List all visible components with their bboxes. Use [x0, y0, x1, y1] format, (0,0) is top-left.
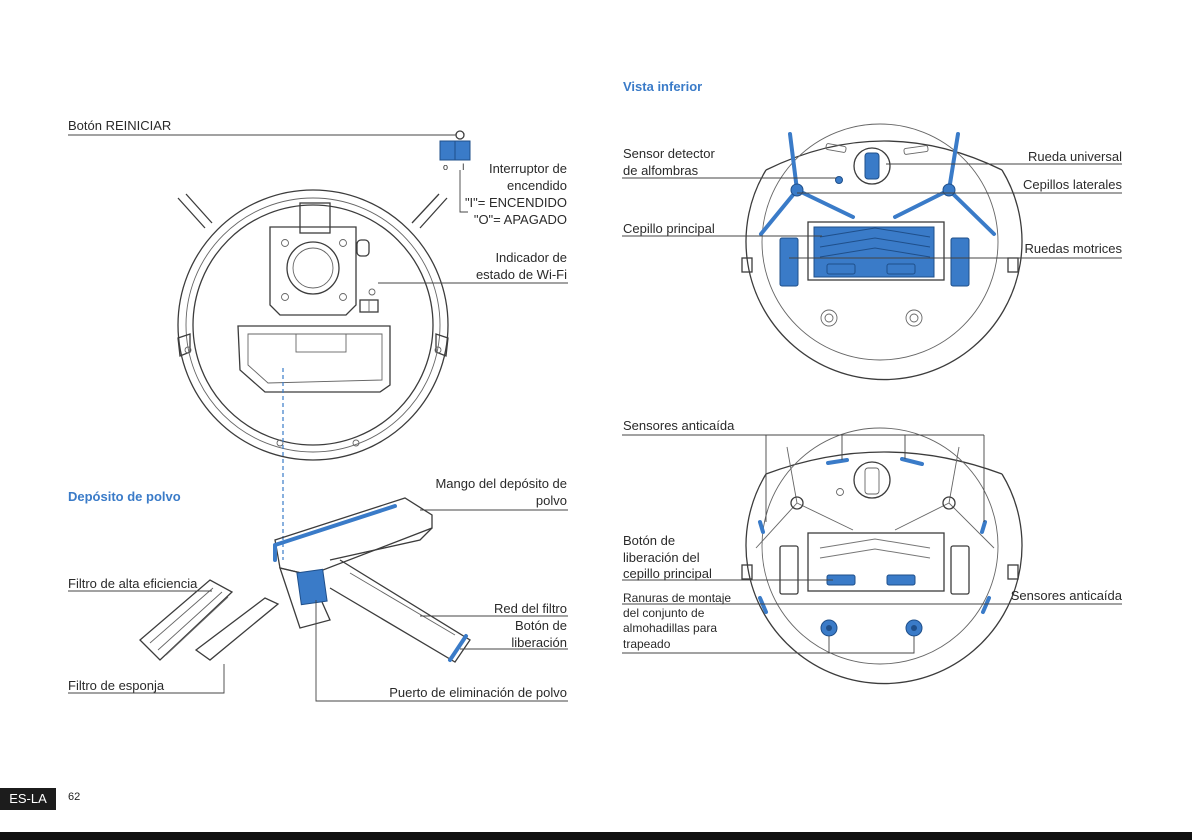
label-handle-1: Mango del depósito de: [435, 476, 567, 491]
label-mop-slots-1: Ranuras de montaje: [623, 591, 732, 605]
label-release-button-2: liberación: [511, 635, 567, 650]
label-brush-release-1: Botón de: [623, 533, 676, 548]
view1-leaders: [622, 163, 1122, 259]
label-mop-slots-2: del conjunto de: [623, 606, 705, 620]
language-badge: ES-LA: [0, 788, 56, 810]
label-cliff-sensors-right: Sensores anticaída: [1010, 588, 1122, 603]
left-leaders: [68, 134, 568, 560]
label-reset-button: Botón REINICIAR: [68, 118, 172, 133]
robot-bottom-view-2: [741, 427, 1023, 685]
section-title-bottom-view: Vista inferior: [623, 79, 703, 94]
section-title-dust-bin: Depósito de polvo: [68, 489, 181, 504]
label-filter-net: Red del filtro: [494, 601, 567, 616]
view2-leaders: [622, 434, 1122, 654]
label-evac-port: Puerto de eliminación de polvo: [389, 685, 567, 700]
switch-mark-off: o: [443, 162, 449, 172]
bottom-bar: [0, 832, 1192, 840]
label-carpet-sensor-2: de alfombras: [623, 163, 699, 178]
label-brush-release-3: cepillo principal: [623, 566, 712, 581]
label-power-switch-2: encendido: [507, 178, 567, 193]
label-power-switch-3: "I"= ENCENDIDO: [464, 195, 567, 210]
label-mop-slots-3: almohadillas para: [623, 621, 718, 635]
label-hepa-filter: Filtro de alta eficiencia: [68, 576, 198, 591]
label-side-brushes: Cepillos laterales: [1023, 177, 1122, 192]
dust-bin-assembly: [139, 497, 471, 663]
label-wifi-1: Indicador de: [495, 250, 567, 265]
label-release-button-1: Botón de: [514, 618, 567, 633]
robot-top-view: [177, 189, 449, 461]
label-universal-wheel: Rueda universal: [1028, 149, 1122, 164]
label-mop-slots-4: trapeado: [623, 637, 671, 651]
label-brush-release-2: liberación del: [623, 550, 700, 565]
label-cliff-sensors-top: Sensores anticaída: [623, 418, 735, 433]
label-power-switch-1: Interruptor de: [488, 161, 567, 176]
label-carpet-sensor-1: Sensor detector: [623, 146, 715, 161]
page-number: 62: [68, 791, 81, 803]
label-main-brush: Cepillo principal: [623, 221, 715, 236]
label-sponge-filter: Filtro de esponja: [68, 678, 165, 693]
label-wifi-2: estado de Wi-Fi: [475, 267, 567, 282]
switch-mark-on: I: [462, 162, 465, 172]
label-drive-wheels: Ruedas motrices: [1024, 241, 1122, 256]
robot-bottom-view-1: [741, 123, 1023, 381]
dust-bin-leaders: [68, 509, 568, 702]
label-handle-2: polvo: [535, 493, 567, 508]
label-power-switch-4: "O"= APAGADO: [473, 212, 567, 227]
